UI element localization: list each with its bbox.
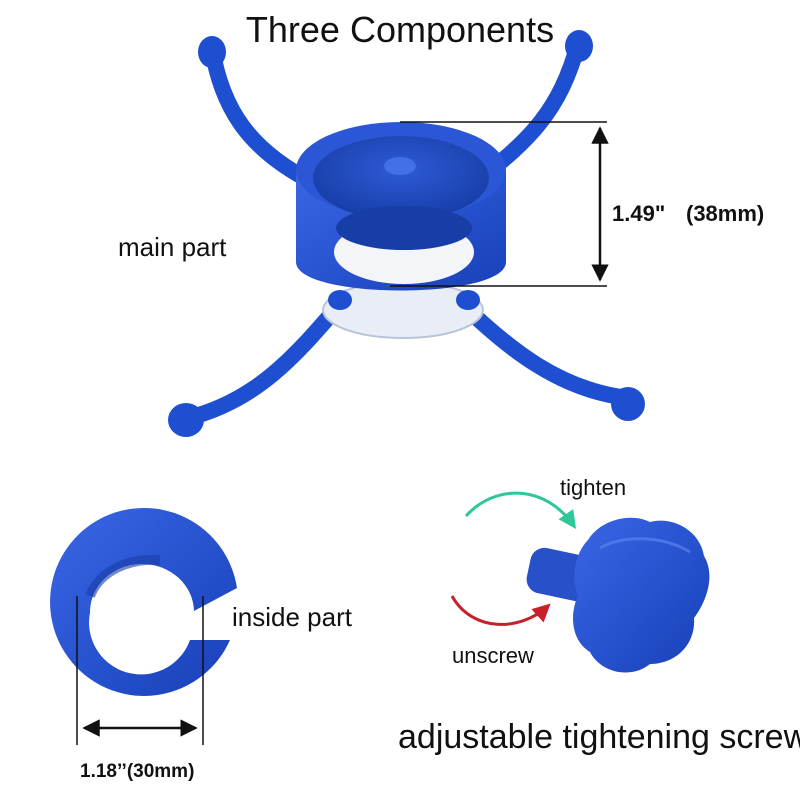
main-part-opening xyxy=(313,136,489,220)
unscrew-arrow xyxy=(450,595,551,626)
inside-part-label: inside part xyxy=(232,602,352,632)
inside-part-dimension-label: 1.18’’(30mm) xyxy=(80,761,195,782)
inside-part-dimension xyxy=(76,596,204,745)
unscrew-label: unscrew xyxy=(452,643,534,668)
main-part-joint xyxy=(456,290,480,310)
inside-part-hole xyxy=(90,564,194,660)
main-part-dimension xyxy=(390,121,609,287)
page-title: Three Components xyxy=(245,9,555,50)
inside-part-image xyxy=(50,507,237,696)
tighten-label: tighten xyxy=(560,475,627,500)
screw-label: adjustable tightening screw xyxy=(398,718,800,756)
main-part-label: main part xyxy=(118,232,227,262)
main-part-dimension-inches: 1.49" xyxy=(612,201,666,226)
main-part-inner-wall xyxy=(336,206,472,250)
tightening-screw-image xyxy=(526,517,710,673)
main-part-screw-hole xyxy=(384,157,416,175)
inside-part-ring xyxy=(50,507,237,696)
tighten-arrow xyxy=(464,491,577,529)
main-part-image xyxy=(168,30,645,437)
main-part-dimension-mm: (38mm) xyxy=(686,201,765,226)
main-part-leg-knobs xyxy=(168,30,645,437)
main-part-joint xyxy=(328,290,352,310)
screw-knob xyxy=(573,517,710,673)
